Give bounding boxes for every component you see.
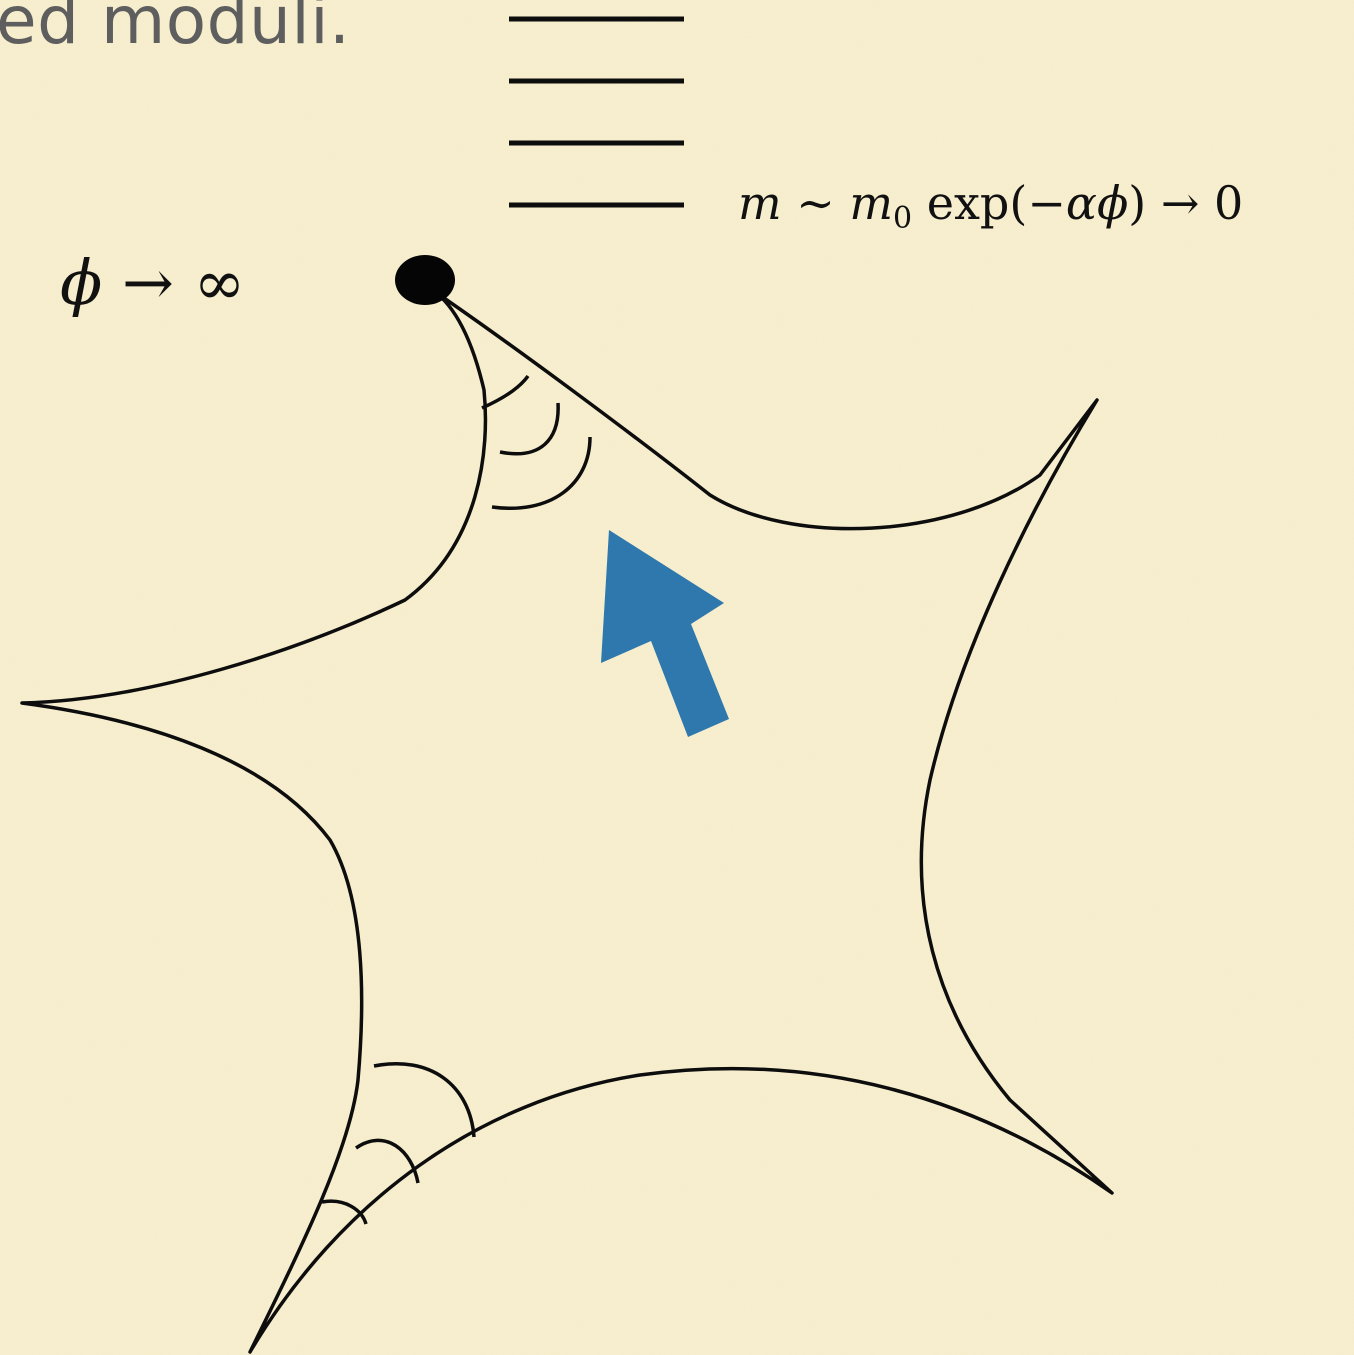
arrow-infinity: → ∞ [102,246,245,319]
sim-symbol: ∼ [782,176,850,230]
m0-subscript: 0 [893,201,912,236]
cusp-arc-bottom-1 [322,1201,366,1224]
mass-formula: m ∼ m0 exp(−αϕ) → 0 [738,176,1243,236]
m0-symbol: m [849,176,893,230]
cusp-arc-top-1 [482,376,528,408]
direction-arrow [601,530,729,737]
moduli-space-boundary [22,287,1112,1352]
formula-tail: ) → 0 [1128,176,1243,230]
phi-symbol: ϕ [60,246,102,319]
tower-of-states [509,19,684,205]
cusp-arc-top-2 [500,403,558,454]
singular-point-dot [395,255,455,305]
exp-function: exp(− [912,176,1066,230]
cusp-arcs-top [482,376,590,508]
cusp-arc-bottom-3 [374,1064,474,1137]
mass-symbol: m [738,176,782,230]
phi-limit-label: ϕ → ∞ [60,246,245,319]
cusp-arc-bottom-2 [356,1140,418,1183]
alpha-phi: αϕ [1066,176,1128,230]
